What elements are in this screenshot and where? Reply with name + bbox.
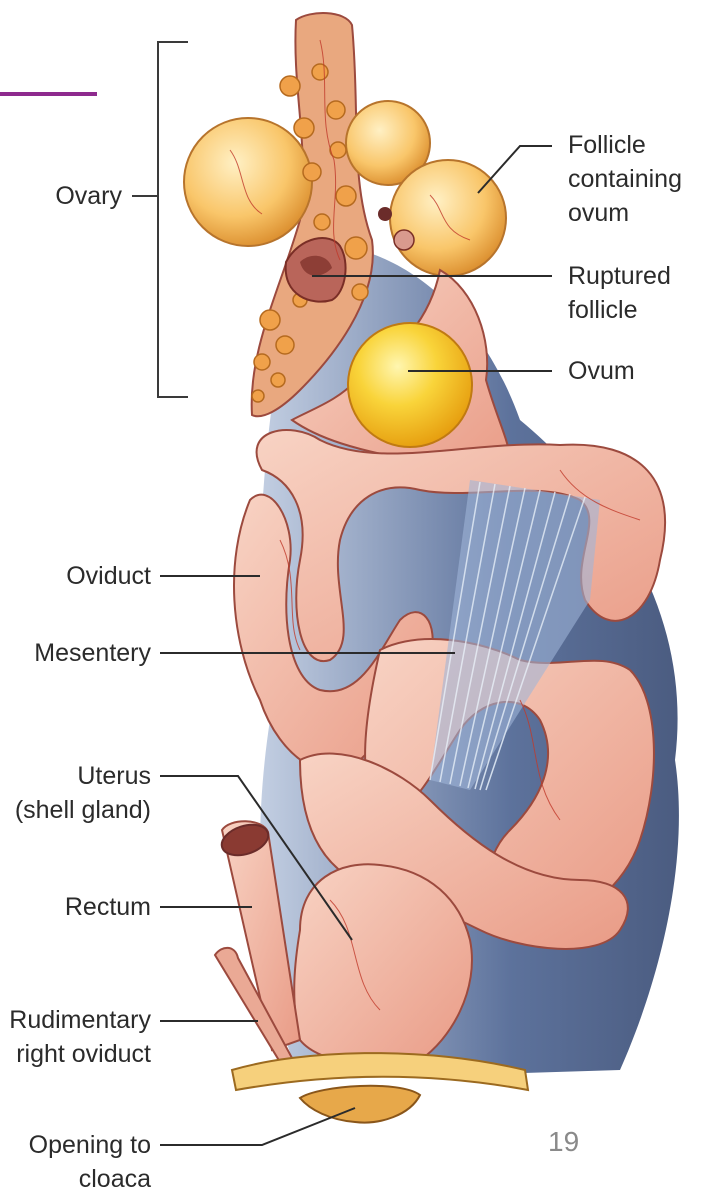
mesentery xyxy=(429,480,600,791)
rectum xyxy=(220,820,302,1052)
label-rudimentary-right-oviduct: Rudimentary right oviduct xyxy=(9,1006,151,1068)
ovary-bracket xyxy=(132,41,188,398)
oviduct xyxy=(233,429,666,950)
leader-follicle-containing-ovum xyxy=(477,145,552,194)
label-mesentery: Mesentery xyxy=(34,639,151,667)
follicle-containing-ovum xyxy=(389,159,507,277)
label-opening-to-cloaca: Opening to cloaca xyxy=(28,1131,151,1193)
blood-vessels xyxy=(229,39,641,1011)
leader-opening-to-cloaca xyxy=(160,1107,356,1146)
slide-number: 19 xyxy=(548,1126,580,1157)
label-rectum: Rectum xyxy=(64,893,151,921)
label-oviduct: Oviduct xyxy=(66,562,151,590)
ovary-follicle-large-left xyxy=(183,117,313,247)
cloaca-band xyxy=(230,1052,530,1092)
label-ovary: Ovary xyxy=(55,182,122,210)
ovary-follicle-upper-right xyxy=(345,100,431,186)
label-follicle-containing-ovum: Follicle containing ovum xyxy=(568,131,682,227)
label-ruptured-follicle: Ruptured follicle xyxy=(568,262,671,324)
ovum xyxy=(347,322,473,448)
label-ovum: Ovum xyxy=(568,357,635,385)
leader-lines xyxy=(160,145,552,1146)
leader-uterus xyxy=(160,775,353,941)
label-uterus: Uterus (shell gland) xyxy=(14,762,151,824)
accent-line xyxy=(0,92,97,96)
rudimentary-right-oviduct xyxy=(213,946,294,1064)
cloaca-opening xyxy=(298,1084,422,1124)
